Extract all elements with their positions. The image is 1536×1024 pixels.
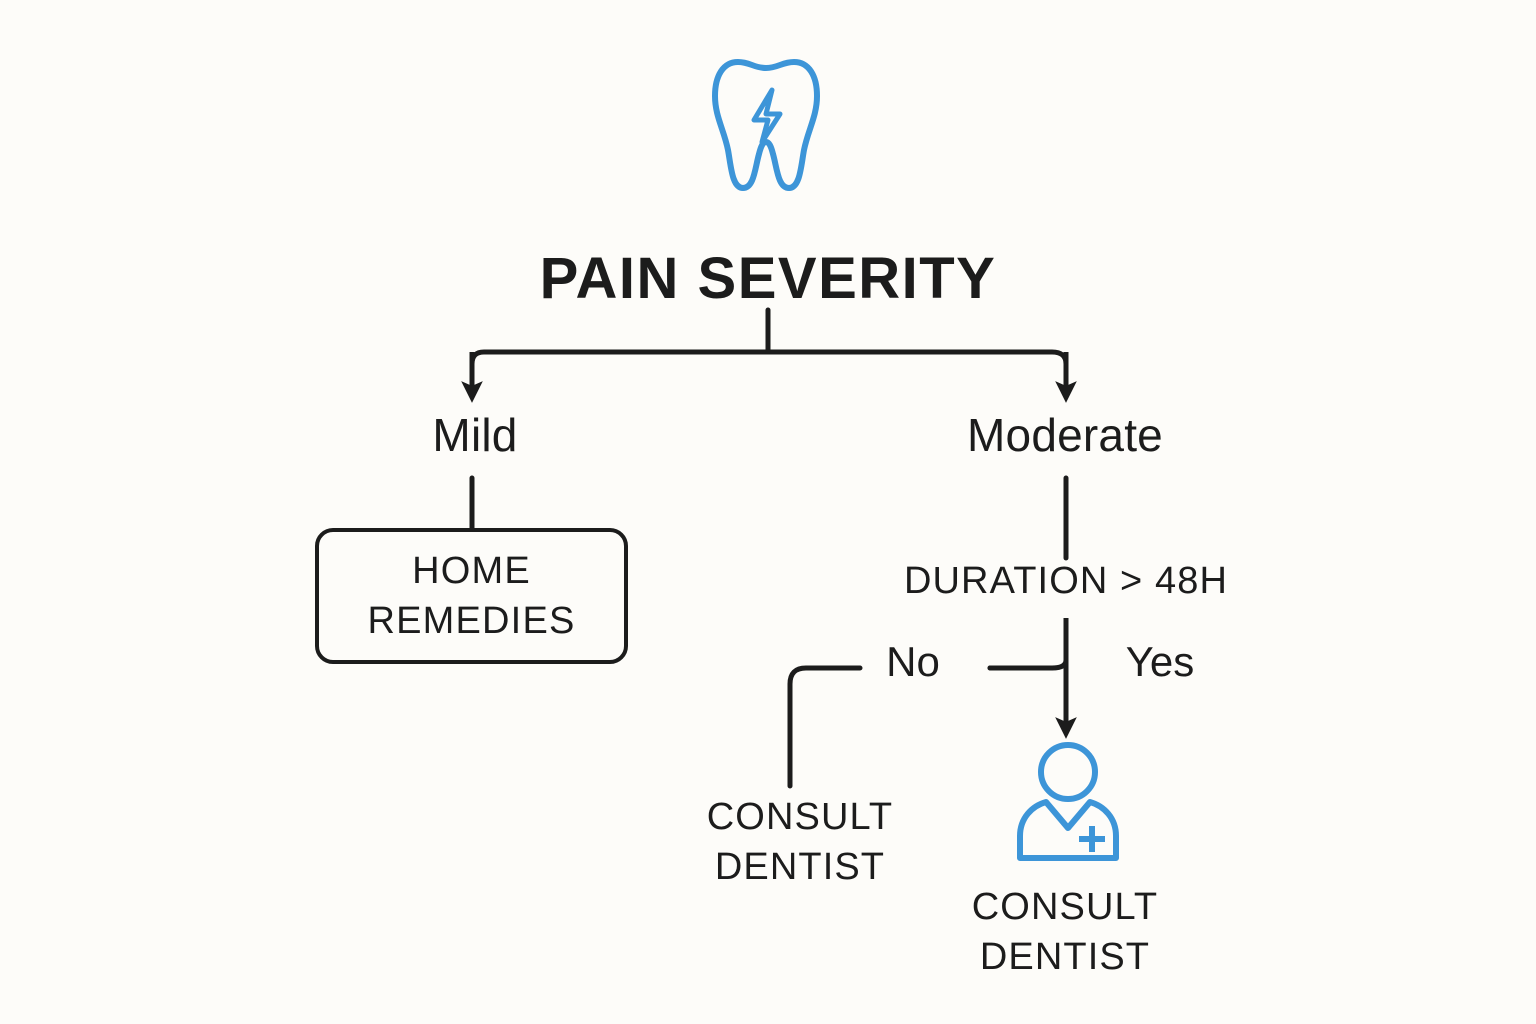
home-remedies-box[interactable]: HOME REMEDIES	[315, 528, 628, 664]
branch-label-moderate: Moderate	[967, 409, 1163, 461]
edge-label-no: No	[886, 638, 940, 685]
decision-duration-label: DURATION > 48H	[903, 560, 1229, 602]
page-title: PAIN SEVERITY	[539, 245, 997, 311]
edge-no-to-consult-dentist	[787, 665, 863, 789]
outcome-consult-dentist-no: CONSULT DENTIST	[706, 796, 894, 889]
branch-label-mild: Mild	[432, 409, 518, 461]
edge-severity-bracket	[469, 349, 1069, 395]
edge-label-yes: Yes	[1125, 638, 1195, 685]
tooth-lightning-icon	[712, 59, 820, 191]
home-remedies-label: HOME REMEDIES	[367, 549, 576, 642]
dentist-person-plus-icon	[1017, 742, 1119, 861]
edge-no-join	[987, 659, 1069, 671]
outcome-consult-dentist-yes: CONSULT DENTIST	[971, 886, 1159, 979]
